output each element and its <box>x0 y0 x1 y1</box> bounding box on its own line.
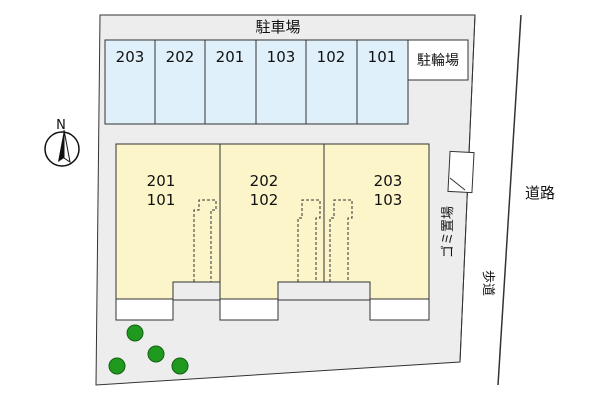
parking-area: 203 202 201 103 102 101 <box>104 39 409 125</box>
bicycle-parking <box>407 39 469 81</box>
garbage-area <box>447 150 475 194</box>
entrance-notch <box>172 281 221 301</box>
garbage-label: ゴミ置場 <box>440 206 456 258</box>
tree-icon <box>126 324 144 342</box>
parking-title: 駐車場 <box>255 18 300 36</box>
balcony <box>219 298 279 321</box>
unit-label-upper: 202 <box>250 172 279 190</box>
compass: N <box>44 118 80 167</box>
building-unit <box>323 143 430 300</box>
parking-space-label: 203 <box>116 48 145 66</box>
unit-label-upper: 203 <box>374 172 403 190</box>
building-unit <box>219 143 325 300</box>
tree-icon <box>147 345 165 363</box>
interior-stair-dashed <box>193 199 217 282</box>
north-arrow-icon <box>63 129 71 164</box>
unit-label-lower: 103 <box>374 191 403 209</box>
bicycle-parking-label: 駐輪場 <box>417 52 459 69</box>
interior-stair-dashed <box>297 199 321 282</box>
unit-label-upper: 201 <box>147 172 176 190</box>
parking-space-label: 201 <box>216 48 245 66</box>
building-block: 201 101 202 102 203 103 <box>115 143 430 321</box>
garbage-area-mark <box>449 177 466 191</box>
balcony <box>115 298 174 321</box>
north-arrow-icon <box>58 130 64 162</box>
interior-stair-dashed <box>329 199 353 282</box>
balcony <box>369 298 430 321</box>
compass-north-label: N <box>56 118 66 133</box>
parking-space-label: 102 <box>317 48 346 66</box>
sidewalk-label: 歩道 <box>480 270 495 296</box>
parking-space-label: 202 <box>166 48 195 66</box>
road-label: 道路 <box>525 184 555 202</box>
road-edge-line <box>497 14 522 386</box>
parking-space-label: 103 <box>267 48 296 66</box>
tree-icon <box>108 357 126 375</box>
parking-space-label: 101 <box>368 48 397 66</box>
entrance-notch <box>277 281 371 301</box>
unit-label-lower: 101 <box>147 191 176 209</box>
tree-icon <box>171 357 189 375</box>
building-unit <box>115 143 221 300</box>
unit-label-lower: 102 <box>250 191 279 209</box>
